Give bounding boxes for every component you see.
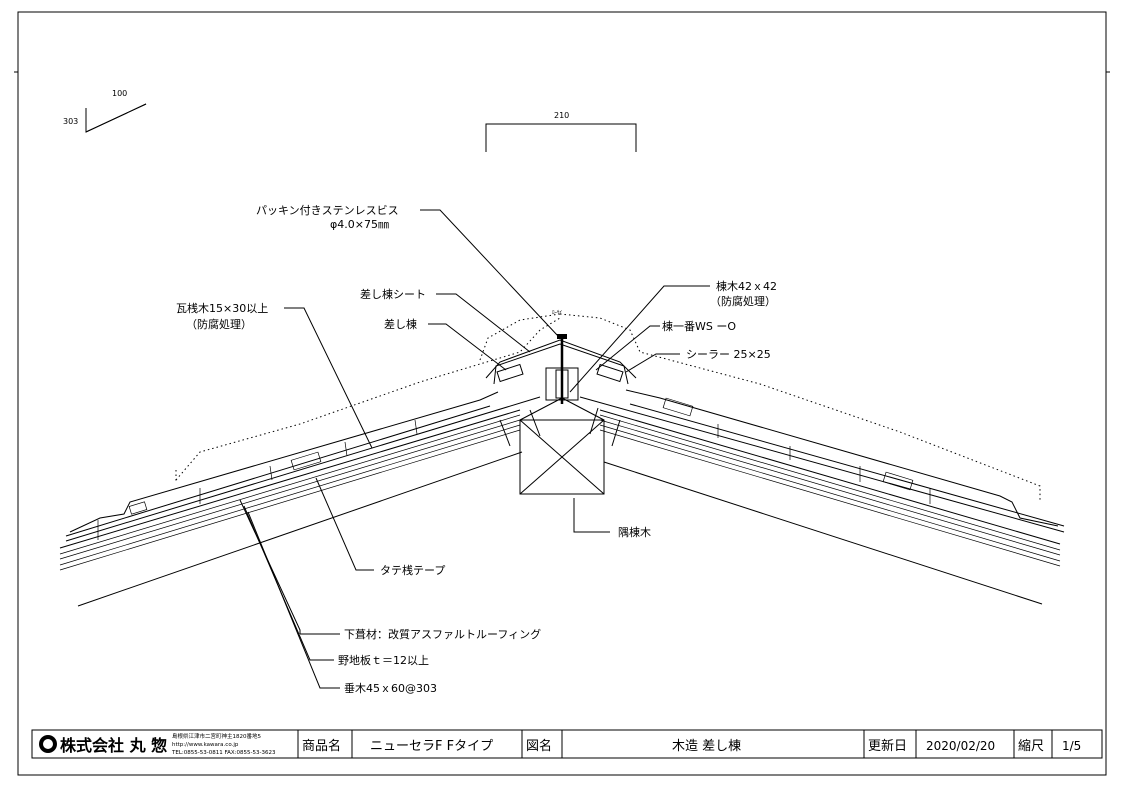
scale-label: 縮尺 [1018, 738, 1044, 754]
label-tape: タテ桟テープ [380, 563, 445, 577]
label-sheet: 差し棟シート [360, 287, 426, 301]
company-tel: TEL:0855-53-0811 FAX:0855-53-3623 [171, 750, 276, 756]
right-roof-slope [559, 313, 1065, 605]
title-block: 株式会社 丸 惣 島根県江津市二宮町神主1820番地5 http://www.k… [31, 729, 1103, 759]
label-mune-ichiban: 棟一番WS ーO [662, 319, 736, 333]
leader-lines [239, 209, 710, 689]
label-screw-size: φ4.0×75㎜ [330, 218, 389, 231]
updated-label: 更新日 [868, 738, 907, 754]
drawing-name: 木造 差し棟 [672, 739, 741, 754]
drawing-label: 図名 [526, 738, 552, 754]
product-label: 商品名 [302, 738, 341, 754]
label-screw: パッキン付きステンレスビス [256, 204, 399, 217]
product-name: ニューセラF Fタイプ [370, 739, 493, 754]
top-dimension: 210 [485, 111, 637, 152]
annotations: パッキン付きステンレスビス φ4.0×75㎜ 差し棟シート 差し棟 瓦桟木15×… [176, 204, 777, 695]
sealer-right [596, 363, 624, 383]
company-name: 株式会社 丸 惣 [60, 736, 167, 755]
label-sashimune: 差し棟 [384, 317, 417, 331]
label-sheathing: 野地板ｔ＝12以上 [338, 653, 429, 667]
pitch-rise: 100 [112, 89, 127, 98]
scale-value: 1/5 [1062, 739, 1081, 753]
dimension-210: 210 [554, 111, 569, 120]
label-underlay: 下葺材：改質アスファルトルーフィング [344, 627, 541, 641]
company-url: http://www.kawara.co.jp [172, 742, 239, 748]
company-address: 島根県江津市二宮町神主1820番地5 [172, 732, 261, 740]
updated-date: 2020/02/20 [926, 739, 995, 753]
pitch-run: 303 [63, 117, 78, 126]
label-ridge-timber: 棟木42ｘ42 [716, 279, 777, 293]
corner-ridge-beam [519, 419, 605, 495]
sheet-border [17, 11, 1107, 776]
sealer-left [496, 363, 524, 383]
label-sealer: シーラー 25×25 [686, 348, 771, 361]
left-roof-slope [59, 313, 561, 607]
label-corner-ridge: 隅棟木 [618, 525, 651, 539]
label-batten-treatment: （防腐処理） [186, 317, 252, 331]
label-rafter: 垂木45ｘ60@303 [344, 682, 437, 695]
label-batten: 瓦桟木15×30以上 [176, 301, 268, 315]
label-small-dim: ﾛｰｻｲ [552, 310, 563, 316]
ridge-assembly [485, 334, 637, 495]
label-ridge-timber-treatment: （防腐処理） [710, 294, 776, 308]
pitch-indicator: 100 303 [63, 89, 147, 133]
